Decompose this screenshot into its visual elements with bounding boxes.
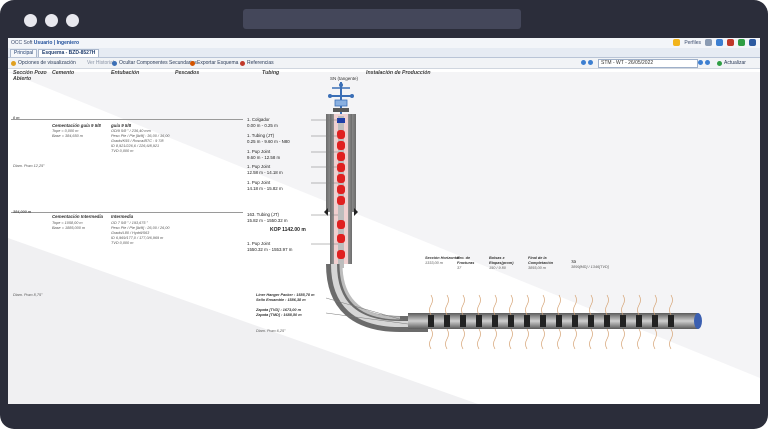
section1-casing-title: guía 9 5/8 <box>111 123 132 128</box>
tab-esquema[interactable]: Esquema - BZD-8527H <box>38 49 100 57</box>
pin-icon <box>240 60 245 66</box>
hanger-icon <box>337 118 345 123</box>
header-instalacion: Instalación de Producción <box>366 70 431 76</box>
home-icon[interactable] <box>705 39 712 46</box>
close-dot-icon[interactable] <box>24 14 37 27</box>
ocultar-button[interactable]: Ocultar Componentes Secundarios <box>112 60 197 66</box>
arrow-right-small-icon <box>705 60 710 65</box>
actualizar-button[interactable]: Actualizar <box>717 60 746 66</box>
bottom-diam: Diam. Pozo 6,25" <box>256 329 286 333</box>
user-name[interactable]: Usuario | Ingeniero <box>33 40 80 46</box>
tubing-item-4: 1. Pup Joint 12.58 m - 14.18 m <box>247 164 283 175</box>
section1-casing-lines: OD/9 5/8 " / 236,40 mm Peso Pie / Pie [l… <box>111 129 170 153</box>
flag-br-icon[interactable] <box>738 39 745 46</box>
arrow-left-small-icon <box>588 60 593 65</box>
tab-principal[interactable]: Principal <box>10 49 38 57</box>
hide-icon <box>112 60 117 66</box>
liner-labels: Liner Hanger Packer : 1585,78 m Sello En… <box>256 293 315 302</box>
background-shapes <box>8 72 760 404</box>
tubing-item-3: 1. Pup Joint 9.60 m - 12.58 m <box>247 149 281 160</box>
section2-cemento-lines: Tope = 1058,00 m Base = 1885,000 m <box>52 221 86 230</box>
header-cemento: Cemento <box>52 70 75 76</box>
section2-diam: Diam. Pozo 8,75" <box>13 293 43 297</box>
bottom-leaders <box>325 297 409 325</box>
section2-cemento-title: Cementación Intermedia <box>52 214 103 219</box>
section2-depth: 384,000 m <box>13 210 32 214</box>
exportar-button[interactable]: Exportar Esquema <box>190 60 238 66</box>
section2-casing-title: Intermedia <box>111 214 134 219</box>
help-icon[interactable] <box>716 39 723 46</box>
wellhead-icon <box>328 82 354 116</box>
tab-strip: Principal Esquema - BZD-8527H <box>8 48 760 58</box>
window-controls <box>24 14 79 27</box>
historial-button[interactable]: Ver Historial <box>87 60 114 66</box>
build-tubing <box>339 263 401 320</box>
referencias-button[interactable]: Referencias <box>240 60 274 66</box>
arrow-left-icon <box>581 60 586 65</box>
app-screen: OCC Soft Usuario | Ingeniero Perfiles Pr… <box>8 38 760 404</box>
frac-stages <box>428 315 674 327</box>
horiz-col-3: Bolsas x Etapas(prom) 150 / 9 80 <box>489 256 514 270</box>
well-schematic: SN (tangente) <box>311 76 702 350</box>
minimize-dot-icon[interactable] <box>45 14 58 27</box>
toe-icon <box>694 313 702 329</box>
header-entubacion: Entubación <box>111 70 140 76</box>
header-pescados: Pescados <box>175 70 200 76</box>
date-select[interactable]: STM - WT - 26/05/2022 <box>598 59 698 68</box>
fracture-lines <box>429 294 673 350</box>
pup-joints <box>337 130 345 259</box>
refresh-icon <box>717 60 722 66</box>
build-section-inner <box>331 263 428 327</box>
flag-es-icon[interactable] <box>727 39 734 46</box>
section1-depth: 0 m <box>13 116 20 120</box>
horiz-col-5: TD 3899[MD] / 1346[TVD] <box>571 260 609 269</box>
flag-us-icon[interactable] <box>749 39 756 46</box>
tubing-item-1: 1. Colgador 0.00 m - 0.25 m <box>247 117 278 128</box>
address-bar[interactable] <box>243 9 521 29</box>
horiz-col-2: Nro. de Fracturas 37 <box>457 256 475 270</box>
section2-casing-lines: OD 7 5/8 " / 193,675 " Peso Pie / Pie [l… <box>111 221 170 245</box>
date-nav-next[interactable] <box>698 60 710 65</box>
header-seccion: Sección Pozo Abierto <box>13 70 47 82</box>
section2-divider <box>11 212 243 213</box>
tubing-leaders <box>311 119 338 245</box>
user-info: OCC Soft Usuario | Ingeniero <box>11 40 80 46</box>
tubing-item-5: 1. Pup Joint 14.18 m - 15.82 m <box>247 180 283 191</box>
section1-divider <box>11 119 243 120</box>
well-label: SN (tangente) <box>330 76 359 81</box>
opciones-button[interactable]: Opciones de visualización <box>11 60 76 66</box>
kop-label: KOP 1142.00 m <box>270 227 306 233</box>
profile-icon <box>673 39 681 46</box>
maximize-dot-icon[interactable] <box>66 14 79 27</box>
tubing-item-7: 1. Pup Joint 1550.32 m - 1553.97 m <box>247 241 293 252</box>
arrow-right-icon <box>698 60 703 65</box>
tubing-item-2: 1. Tubing (JT) 0.25 m - 9.60 m - N80 <box>247 133 290 144</box>
horiz-col-1: Sección Horizontal 1333,00 m <box>425 256 460 265</box>
zapata-labels: Zapata [TVD] : 1673,00 m Zapata [TMD] : … <box>256 308 302 317</box>
section1-diam: Diam. Pozo 12,25" <box>13 164 45 168</box>
date-nav-prev[interactable] <box>581 60 593 65</box>
palette-icon <box>11 60 16 66</box>
horiz-col-4: Final de la Completación 3855,00 m <box>528 256 554 270</box>
section1-cemento-lines: Tope = 0,000 m Base = 384,650 m <box>52 129 83 138</box>
top-right-icons: Perfiles <box>673 39 756 46</box>
header-tubing: Tubing <box>262 70 280 76</box>
toolbar: Opciones de visualización Ver Historial … <box>8 58 760 69</box>
export-icon <box>190 60 195 66</box>
shoe-marker-left <box>324 208 328 216</box>
perfiles-menu[interactable]: Perfiles <box>684 39 701 46</box>
tubing-item-6: 163. Tubing (JT) 15.82 m - 1550.32 m <box>247 212 288 223</box>
section1-cemento-title: Cementación guía 9 5/8 <box>52 123 101 128</box>
shoe-marker-right <box>354 208 358 216</box>
